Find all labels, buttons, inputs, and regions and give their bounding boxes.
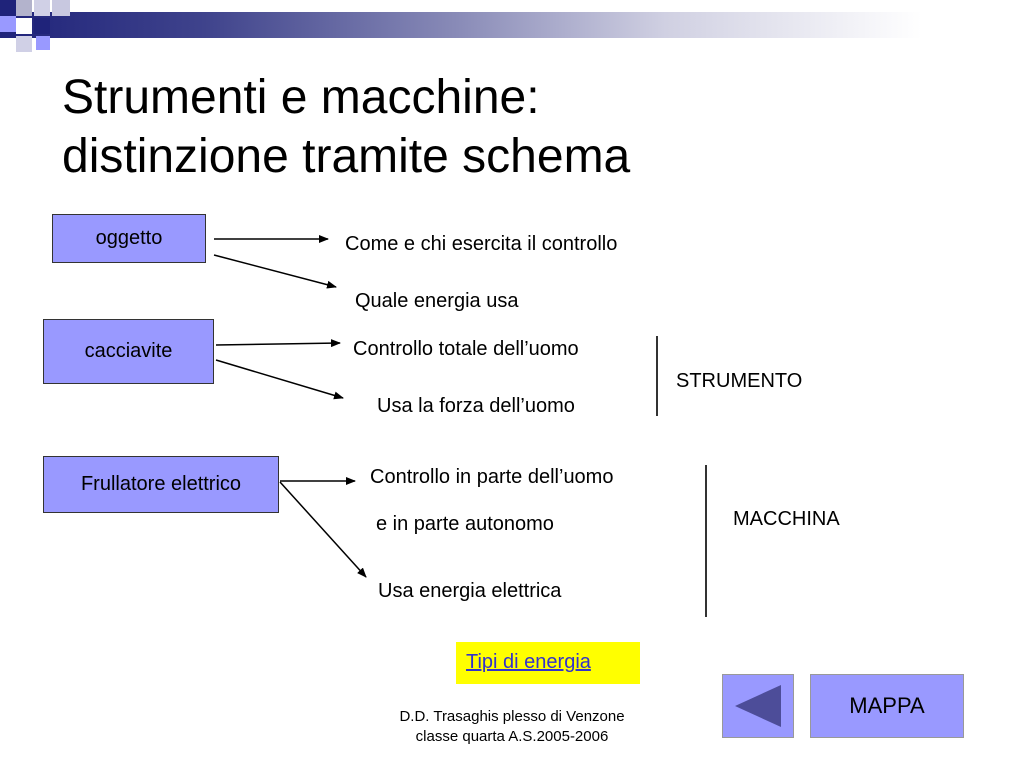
header-square-dark-2 <box>34 18 50 34</box>
bracket-macchina <box>705 465 707 617</box>
bracket-strumento <box>656 336 658 416</box>
text-oggetto-energy: Quale energia usa <box>355 290 519 312</box>
header-square-blue <box>0 16 16 32</box>
back-button[interactable] <box>722 674 794 738</box>
text-cacciavite-energy: Usa la forza dell’uomo <box>377 395 575 417</box>
result-strumento: STRUMENTO <box>676 370 803 392</box>
result-macchina: MACCHINA <box>733 508 840 530</box>
footer-credits: D.D. Trasaghis plesso di Venzone classe … <box>372 707 652 747</box>
text-oggetto-control: Come e chi esercita il controllo <box>345 233 618 255</box>
text-frullatore-control-2: e in parte autonomo <box>376 513 554 535</box>
header-square-light <box>16 0 32 16</box>
header-square-white <box>16 18 32 34</box>
slide-title-line2: distinzione tramite schema <box>62 130 631 183</box>
footer-line1: D.D. Trasaghis plesso di Venzone <box>399 708 625 725</box>
header-square-pale-2 <box>52 0 70 16</box>
header-square-pale <box>34 0 50 16</box>
slide-title-line1: Strumenti e macchine: <box>62 71 540 124</box>
box-cacciavite: cacciavite <box>43 319 214 384</box>
slide-title: Strumenti e macchine: distinzione tramit… <box>62 68 962 186</box>
arrow-frullatore-energy <box>279 481 367 578</box>
header-square-blue-2 <box>36 36 50 50</box>
footer-line2: classe quarta A.S.2005-2006 <box>415 728 609 745</box>
header-square-pale-3 <box>16 36 32 52</box>
box-oggetto: oggetto <box>52 214 206 263</box>
text-frullatore-control-1: Controllo in parte dell’uomo <box>370 466 614 488</box>
header-square-dark <box>0 0 16 16</box>
box-frullatore-elettrico: Frullatore elettrico <box>43 456 279 513</box>
arrow-cacciavite-energy <box>215 359 344 400</box>
link-tipi-di-energia[interactable]: Tipi di energia <box>466 651 591 673</box>
left-triangle-icon <box>735 685 781 727</box>
text-frullatore-energy: Usa energia elettrica <box>378 580 562 602</box>
arrow-oggetto-energy <box>213 254 337 289</box>
link-highlight-box <box>456 642 640 684</box>
mappa-button[interactable]: MAPPA <box>810 674 964 738</box>
header-gradient-bar <box>0 12 1024 38</box>
text-cacciavite-control: Controllo totale dell’uomo <box>353 338 579 360</box>
arrow-cacciavite-control <box>215 339 341 348</box>
